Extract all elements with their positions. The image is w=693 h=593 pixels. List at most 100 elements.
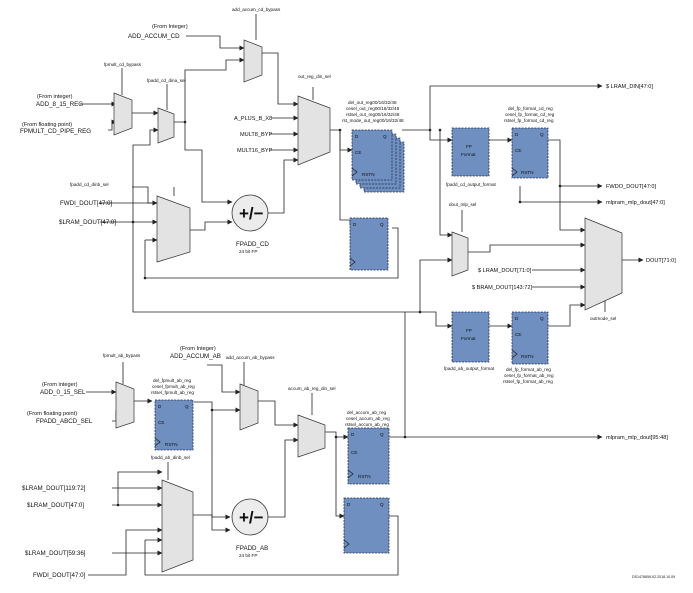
label-from-integer-2: (From integer) bbox=[42, 382, 78, 388]
label-dout-71: DOUT[71:0] bbox=[646, 258, 676, 264]
label-cesel-accum-ab-reg: cesel_accum_ab_reg bbox=[346, 416, 390, 421]
fp-format-ab-fp: FP bbox=[466, 328, 472, 333]
accum-ab-reg-rstn: RSTN bbox=[358, 474, 371, 479]
label-del-fpmult-ab-reg: del_fpmult_ab_reg bbox=[153, 378, 191, 383]
fpmult-ab-reg-d: D bbox=[158, 404, 162, 409]
label-from-integer-1: (From integer) bbox=[37, 94, 73, 100]
label-slram-dout-47b: $LRAM_DOUT[47:0] bbox=[27, 502, 84, 509]
fpadd-cd-symbol: +/− bbox=[239, 204, 264, 223]
label-rstsel-accum-ab-reg: rstsel_accum_ab_reg bbox=[345, 422, 389, 427]
label-rstsel-fp-format-cd-reg: rstsel_fp_format_cd_reg bbox=[504, 118, 554, 123]
label-lram-din: $ LRAM_DIN[47:0] bbox=[606, 84, 653, 90]
fpadd-ab-dinb-mux bbox=[161, 479, 194, 573]
label-fpmult-ab-bypass: fpmult_ab_bypass bbox=[103, 353, 141, 358]
fpadd-cd-dinb-mux bbox=[156, 195, 191, 263]
label-fwdo-dout: FWDO_DOUT[47:0] bbox=[606, 184, 656, 190]
label-del-out-reg: del_out_reg00/16/32/48 bbox=[348, 100, 397, 105]
label-del-fp-format-cd-reg: del_fp_format_cd_reg bbox=[508, 106, 553, 111]
accum-ab-reg-ce: CE bbox=[351, 450, 357, 455]
label-cesel-fp-format-cd-reg: cesel_fp_format_cd_reg bbox=[505, 112, 555, 117]
label-mlpram-mlp-dout-95: mlpram_mlp_dout[95:48] bbox=[606, 435, 668, 441]
label-fpmult-cd-pipe-reg: FPMULT_CD_PIPE_REG bbox=[20, 128, 91, 135]
fpadd-ab-adder bbox=[231, 498, 269, 536]
label-rstsel-out-reg: rstsel_out_reg00/16/32/48 bbox=[346, 112, 400, 117]
label-del-fp-format-ab-reg: del_fp_format_ab_reg bbox=[506, 367, 551, 372]
accum-ab-reg bbox=[347, 427, 390, 485]
label-cesel-fpmult-ab-reg: cesel_fpmult_ab_reg bbox=[152, 384, 195, 389]
fpmult-ab-reg bbox=[154, 399, 194, 451]
dout-mlp-mux bbox=[451, 231, 469, 277]
adders bbox=[231, 194, 269, 536]
label-fpadd-abcd-sel: FPADD_ABCD_SEL bbox=[36, 418, 93, 425]
accum-ab-reg2-d: D bbox=[347, 502, 351, 507]
accum-ab-reg-din-mux bbox=[297, 414, 326, 458]
out-reg-ce: CE bbox=[355, 150, 361, 155]
fpmult-ab-mux bbox=[115, 381, 135, 429]
lram-reg-cd bbox=[349, 217, 389, 271]
label-accum-ab-reg-din-sel: accum_ab_reg_din_sel bbox=[288, 386, 336, 391]
label-out-reg-din-sel: out_reg_din_sel bbox=[298, 74, 331, 79]
label-slram-dout-59: $LRAM_DOUT[59:36] bbox=[25, 550, 86, 557]
label-fpadd-cd: FPADD_CD bbox=[236, 241, 269, 248]
label-from-integer-ab: (From Integer) bbox=[180, 346, 216, 352]
label-mult8-byp: MULT8_BYP bbox=[240, 132, 272, 138]
muxes bbox=[113, 39, 623, 573]
fp-cd-reg-ce: CE bbox=[515, 148, 521, 153]
label-add-accum-cd: ADD_ACCUM_CD bbox=[128, 33, 180, 40]
out-reg-rstn: RSTN bbox=[362, 172, 375, 177]
registers bbox=[154, 127, 549, 554]
accum-ab-reg2-q: Q bbox=[380, 502, 384, 507]
label-cesel-fp-format-ab-reg: cesel_fp_format_ab_reg bbox=[504, 373, 554, 378]
label-from-fp-1: (From floating point) bbox=[22, 122, 72, 128]
label-rstsel-fpmult-ab-reg: rstsel_fpmult_ab_reg bbox=[151, 390, 194, 395]
fpmult-ab-reg-rstn: RSTN bbox=[165, 442, 178, 447]
fp-cd-reg-q: Q bbox=[540, 132, 544, 137]
label-from-integer-cd: (From Integer) bbox=[152, 24, 188, 30]
add-accum-ab-mux bbox=[239, 383, 259, 431]
label-bram-dout-143: $ BRAM_DOUT[143:72] bbox=[472, 285, 532, 291]
label-add-accum-ab: ADD_ACCUM_AB bbox=[170, 353, 221, 360]
fp-ab-reg-rstn: RSTN bbox=[521, 354, 534, 359]
fpadd-cd-adder bbox=[231, 194, 269, 232]
fp-format-ab-block bbox=[451, 311, 490, 363]
label-outmode-sel: outmode_sel bbox=[590, 316, 616, 321]
label-fpadd-cd-dinb-sel: fpadd_cd_dinb_sel bbox=[70, 182, 109, 187]
label-fpadd-cd-output-format: fpadd_cd_output_format bbox=[446, 182, 497, 187]
fp-format-ab-format: Format bbox=[461, 336, 476, 341]
label-from-fp-2: (From floating point) bbox=[27, 411, 77, 417]
label-rstsel-fp-format-ab-reg: rstsel_fp_format_ab_reg bbox=[503, 379, 553, 384]
fp-format-cd-fp: FP bbox=[466, 144, 472, 149]
label-rst-mode-out-reg: rst_mode_out_reg00/16/32/48 bbox=[342, 118, 404, 123]
out-reg-d: D bbox=[355, 134, 359, 139]
lram-reg-d: D bbox=[353, 222, 357, 227]
fpmult-cd-mux bbox=[113, 92, 133, 136]
fp-cd-reg-rstn: RSTN bbox=[521, 170, 534, 175]
label-cesel-out-reg: cesel_out_reg00/16/32/48 bbox=[346, 106, 400, 111]
fpadd-cd-dina-mux bbox=[157, 107, 175, 144]
label-slram-dout-119: $LRAM_DOUT[119:72] bbox=[22, 485, 86, 492]
fp-format-cd-block bbox=[451, 127, 490, 177]
clock-carets bbox=[154, 167, 518, 549]
out-reg-q: Q bbox=[383, 134, 387, 139]
label-slram-dout-47: $LRAM_DOUT[47:0] bbox=[59, 219, 116, 226]
label-add-accum-ab-bypass: add_accum_ab_bypass bbox=[226, 355, 275, 360]
accum-ab-reg-d: D bbox=[351, 432, 355, 437]
label-fpadd-ab: FPADD_AB bbox=[236, 545, 268, 552]
accum-ab-reg-q: Q bbox=[380, 432, 384, 437]
label-fwdi-dout-47b: FWDI_DOUT[47:0] bbox=[33, 572, 86, 579]
label-lram-dout-71: $ LRAM_DOUT[71:0] bbox=[478, 268, 532, 274]
label-a-plus-b-x8: A_PLUS_B_X8 bbox=[234, 116, 272, 122]
label-mult16-byp: MULT16_BYP bbox=[237, 148, 273, 154]
fp-format-cd-format: Format bbox=[461, 152, 476, 157]
label-fwdi-dout-47: FWDI_DOUT[47:0] bbox=[60, 200, 113, 207]
fpmult-ab-reg-q: Q bbox=[185, 404, 189, 409]
junctions bbox=[116, 120, 562, 507]
fp-format-cd-reg bbox=[511, 127, 549, 179]
fp-ab-reg-d: D bbox=[515, 316, 519, 321]
fp-format-ab-reg bbox=[511, 311, 549, 365]
accum-ab-reg-2 bbox=[343, 497, 390, 554]
label-fpadd-cd-dina-sel: fpadd_cd_dina_sel bbox=[147, 78, 186, 83]
label-mlpram-mlp-dout-47: mlpram_mlp_dout[47:0] bbox=[606, 200, 665, 206]
